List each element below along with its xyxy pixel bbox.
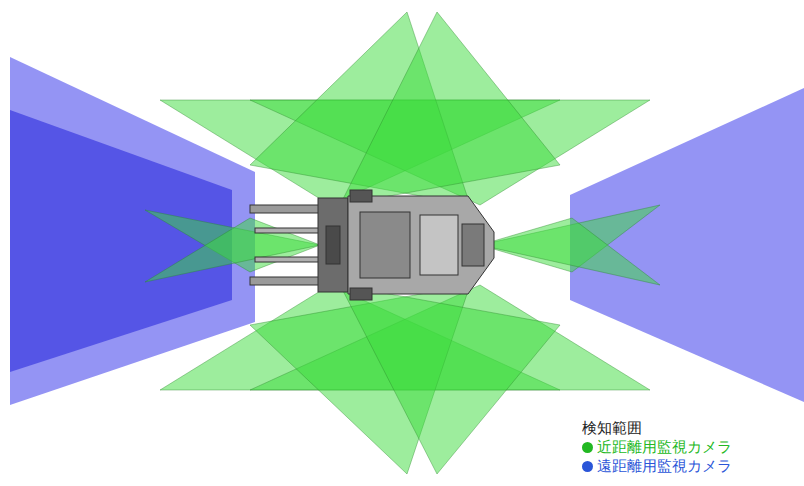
wheel bbox=[350, 288, 372, 300]
near-camera-zones bbox=[145, 12, 660, 474]
legend-row: 近距離用監視カメラ bbox=[582, 438, 732, 457]
near-zone bbox=[340, 285, 560, 474]
mast-cylinder bbox=[326, 226, 340, 264]
legend-swatch bbox=[582, 461, 593, 472]
legend-swatch bbox=[582, 442, 593, 453]
legend-text: 遠距離用監視カメラ bbox=[597, 457, 732, 476]
near-zone bbox=[340, 12, 560, 205]
legend: 検知範囲近距離用監視カメラ遠距離用監視カメラ bbox=[582, 418, 732, 476]
legend-heading: 検知範囲 bbox=[582, 418, 732, 438]
mast bbox=[318, 198, 348, 292]
legend-text: 近距離用監視カメラ bbox=[597, 438, 732, 457]
fork-rail bbox=[255, 228, 325, 233]
counterweight bbox=[420, 215, 458, 275]
near-zone bbox=[480, 218, 660, 285]
wheel bbox=[350, 190, 372, 202]
fork-rail bbox=[255, 257, 325, 262]
rear bbox=[462, 224, 484, 266]
body bbox=[348, 196, 494, 294]
forklift bbox=[250, 190, 494, 300]
legend-row: 遠距離用監視カメラ bbox=[582, 457, 732, 476]
overhead-guard bbox=[360, 212, 410, 278]
